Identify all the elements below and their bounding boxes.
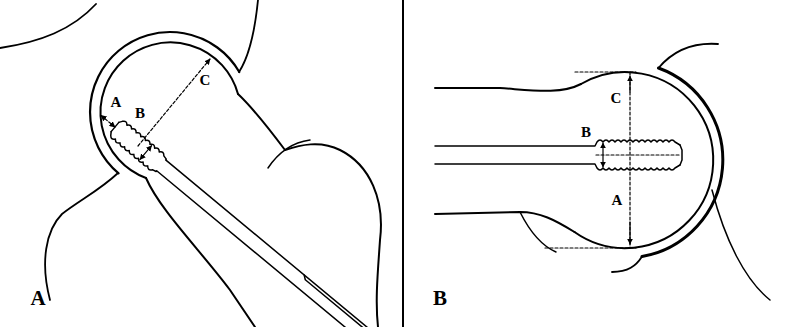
panel-divider <box>402 0 404 327</box>
callout-letter: A <box>612 193 623 208</box>
callout-letter: A <box>111 95 122 110</box>
callout-letter: B <box>135 106 145 121</box>
callout-letter: C <box>200 73 211 88</box>
ap-view <box>0 0 381 327</box>
callout-letter: C <box>611 91 622 106</box>
callout-letter: B <box>581 125 591 140</box>
panel-letter: A <box>30 288 45 309</box>
lateral-view <box>435 44 770 300</box>
panel-letter: B <box>433 288 447 309</box>
